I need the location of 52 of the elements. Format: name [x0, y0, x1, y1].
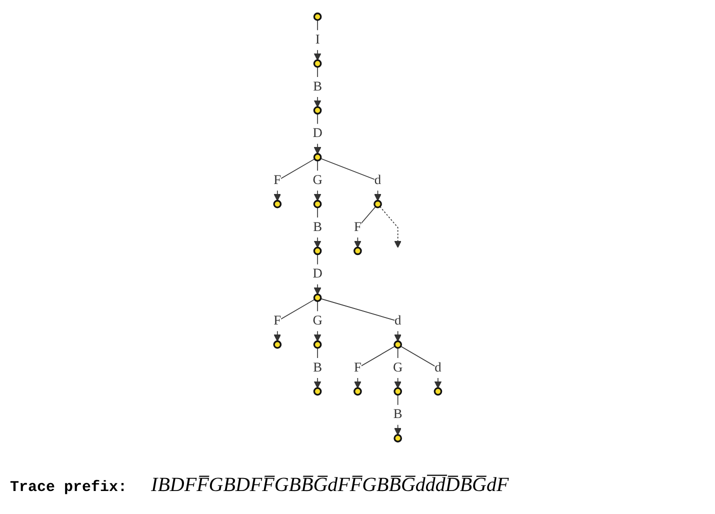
- node-circle: [374, 200, 382, 208]
- edge-label: d: [394, 314, 402, 328]
- trace-heading: Trace prefix:: [10, 479, 128, 496]
- edge-label: B: [313, 79, 322, 94]
- arrow: [274, 158, 316, 202]
- arrow: [314, 300, 322, 342]
- node-circle: [313, 12, 322, 21]
- arrow: [314, 113, 322, 154]
- arrow: [314, 254, 322, 295]
- node-circle: [394, 340, 402, 349]
- arrow: [394, 394, 402, 436]
- node-circle: [313, 200, 322, 208]
- node-circle: [354, 246, 362, 256]
- node-circle: [313, 59, 322, 68]
- arrow: [354, 346, 396, 388]
- edge-label: G: [393, 360, 403, 375]
- edge-label: B: [313, 220, 322, 234]
- node-circle: [313, 387, 322, 396]
- node-circle: [394, 387, 402, 396]
- arrow: [320, 158, 382, 202]
- edge-label: B: [393, 407, 402, 422]
- node-circle: [313, 246, 322, 256]
- edge-label: d: [374, 173, 382, 188]
- arrow: [314, 20, 322, 61]
- node-circle: [313, 294, 322, 302]
- edge-label: d: [434, 360, 442, 375]
- node-circle: [313, 340, 322, 349]
- edge-label: D: [312, 126, 322, 141]
- arrow: [394, 348, 402, 388]
- arrow: [320, 298, 402, 342]
- edge-label: G: [312, 173, 322, 188]
- node-circle: [273, 200, 282, 208]
- node-circle: [313, 106, 322, 115]
- arrow: [314, 160, 322, 202]
- edge-label: F: [354, 360, 362, 375]
- trace-sequence: IBDFF̅GBDFF̅GBB̅G̅dFF̅GBB̅G̅dd̅d̅D̅B̅G̅dF: [151, 474, 509, 497]
- edge-label: G: [312, 314, 322, 328]
- node-circle: [394, 434, 402, 442]
- node-circle: [434, 387, 442, 396]
- edge-label: D: [312, 266, 322, 282]
- arrow: [380, 206, 402, 248]
- node-circle: [273, 340, 282, 349]
- arrow: [354, 206, 376, 248]
- node-circle: [313, 153, 322, 162]
- node-circle: [354, 387, 362, 396]
- edge-label: F: [274, 314, 282, 328]
- edge-label: B: [313, 360, 322, 375]
- edge-label: F: [354, 220, 362, 234]
- edge-label: I: [315, 32, 320, 47]
- arrow: [274, 299, 316, 342]
- arrow: [400, 346, 442, 388]
- edge-label: F: [274, 173, 282, 188]
